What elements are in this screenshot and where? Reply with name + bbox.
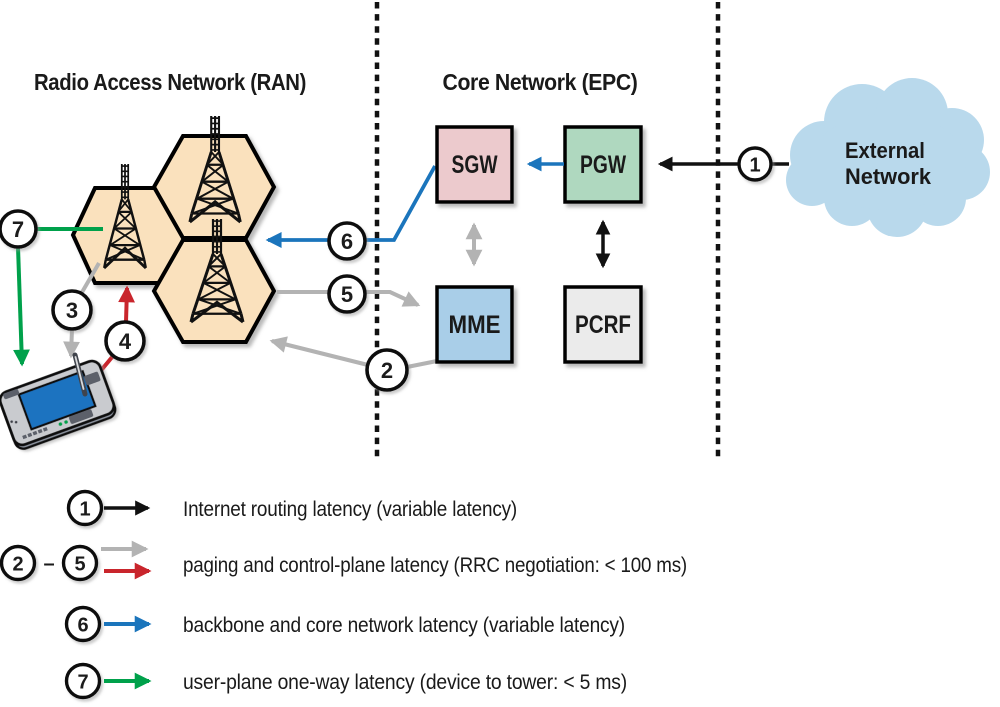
mme-box bbox=[435, 285, 514, 364]
legend-range-dash: – bbox=[43, 553, 54, 575]
device-led-2 bbox=[64, 420, 68, 424]
sgw-box bbox=[435, 125, 514, 204]
pcrf-box bbox=[563, 285, 643, 364]
marker-circle-7: 7 bbox=[0, 209, 38, 249]
device-screen bbox=[17, 369, 97, 431]
marker-circle-1: 1 bbox=[737, 146, 773, 182]
ran-title: Radio Access Network (RAN) bbox=[34, 69, 306, 95]
line-paging-mme-to-marker2 bbox=[406, 359, 438, 369]
cell-hexagons bbox=[70, 134, 277, 344]
legend-marker-5: 5 bbox=[61, 544, 99, 582]
legend-label-2: paging and control-plane latency (RRC ne… bbox=[183, 554, 687, 577]
legend-label-4: user-plane one-way latency (device to to… bbox=[183, 671, 627, 694]
svg-text:1: 1 bbox=[79, 499, 90, 521]
svg-text:5: 5 bbox=[341, 282, 353, 307]
stylus-icon bbox=[72, 352, 88, 397]
svg-text:7: 7 bbox=[12, 217, 24, 242]
legend-label-3: backbone and core network latency (varia… bbox=[183, 614, 625, 637]
legend-row-2: 2 – 5 paging and control-plane latency (… bbox=[0, 540, 687, 582]
arrow-user-plane-marker7-to-device bbox=[13, 246, 30, 367]
pcrf-label: PCRF bbox=[575, 311, 631, 339]
marker-circle-2: 2 bbox=[365, 348, 409, 392]
legend-marker-2: 2 bbox=[0, 544, 37, 582]
legend-marker-7: 7 bbox=[64, 662, 102, 700]
legend: 1 Internet routing latency (variable lat… bbox=[0, 489, 687, 700]
marker-circle-4: 4 bbox=[104, 320, 146, 362]
legend-row-4: 7 user-plane one-way latency (device to … bbox=[64, 662, 627, 700]
diagram-markers: 1 2 3 4 5 6 7 bbox=[0, 146, 773, 392]
line-paging-tower-to-marker3 bbox=[79, 261, 101, 296]
device-led-1 bbox=[58, 422, 63, 426]
user-device bbox=[0, 359, 117, 450]
marker-circle-3: 3 bbox=[51, 289, 93, 331]
pgw-box bbox=[563, 125, 643, 204]
mme-label: MME bbox=[449, 311, 501, 339]
svg-text:4: 4 bbox=[119, 329, 132, 354]
core-title: Core Network (EPC) bbox=[443, 69, 638, 95]
svg-text:5: 5 bbox=[74, 554, 85, 576]
legend-row-3: 6 backbone and core network latency (var… bbox=[64, 605, 625, 643]
svg-text:6: 6 bbox=[341, 229, 353, 254]
legend-label-1: Internet routing latency (variable laten… bbox=[183, 498, 517, 521]
sgw-label: SGW bbox=[452, 151, 498, 179]
device-buttons bbox=[3, 371, 101, 440]
legend-row-1: 1 Internet routing latency (variable lat… bbox=[66, 489, 517, 527]
legend-marker-6: 6 bbox=[64, 605, 102, 643]
svg-text:2: 2 bbox=[12, 554, 23, 576]
external-network-label: External Network bbox=[845, 138, 932, 189]
marker-circle-6: 6 bbox=[327, 221, 367, 261]
arrow-paging-marker2-to-tower bbox=[269, 336, 369, 367]
arrow-paging-tower-to-mme bbox=[277, 290, 421, 307]
arrow-backbone-core-to-tower bbox=[265, 165, 437, 248]
core-boxes bbox=[435, 125, 643, 364]
svg-text:7: 7 bbox=[77, 672, 88, 694]
arrow-paging-marker3-to-device bbox=[63, 328, 80, 359]
legend-marker-1: 1 bbox=[66, 489, 104, 527]
svg-text:3: 3 bbox=[66, 298, 78, 323]
svg-text:6: 6 bbox=[77, 615, 88, 637]
arrow-rrc-marker4-to-tower bbox=[118, 285, 135, 323]
svg-text:1: 1 bbox=[749, 155, 760, 177]
external-network-cloud bbox=[786, 78, 990, 237]
pgw-label: PGW bbox=[580, 151, 626, 179]
svg-text:2: 2 bbox=[381, 358, 393, 383]
marker-circle-5: 5 bbox=[327, 274, 367, 314]
